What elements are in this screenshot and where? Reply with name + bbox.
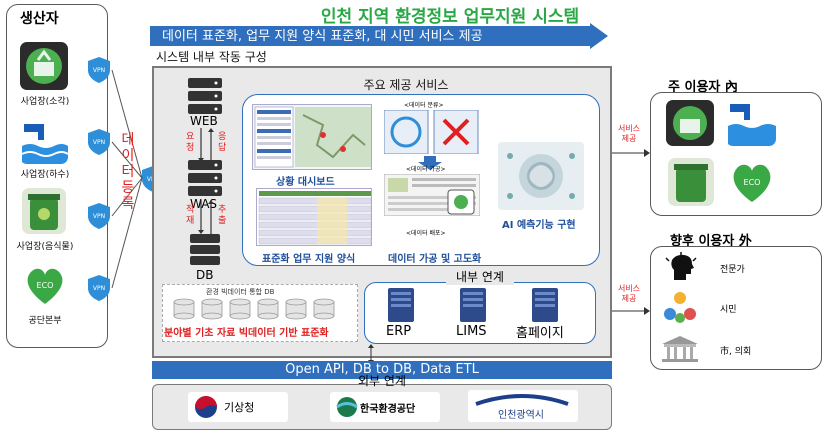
- lims-server-icon: [460, 288, 486, 322]
- main-users-title: 주 이용자 內: [668, 80, 738, 95]
- erp-label: ERP: [386, 324, 412, 339]
- svg-text:ECO: ECO: [37, 281, 54, 290]
- api-bar: Open API, DB to DB, Data ETL: [152, 361, 612, 379]
- page-title: 인천 지역 환경정보 업무지원 시스템: [320, 7, 580, 27]
- was-server-icon: [188, 160, 222, 196]
- database-cylinders-icon: [173, 298, 335, 320]
- future-user-label: 市, 의회: [720, 347, 752, 357]
- producers-title: 생산자: [20, 11, 59, 27]
- vpn-shield-icon: VPN: [88, 203, 110, 229]
- services-title: 주요 제공 서비스: [336, 76, 476, 93]
- future-user-label: 전문가: [720, 265, 745, 275]
- producer-label: 공단본부: [28, 316, 62, 326]
- keco-logo: 한국환경공단: [330, 392, 440, 422]
- vpn-shield-icon: VPN: [88, 275, 110, 301]
- extract-label: 추출: [218, 205, 227, 226]
- sewage-icon: [20, 118, 68, 164]
- bigdata-caption: 환경 빅데이터 통합 DB: [206, 288, 275, 296]
- producer-label: 사업장(하수): [20, 170, 70, 180]
- internal-title: 시스템 내부 작동 구성: [156, 50, 267, 64]
- future-users-title: 향후 이용자 外: [670, 234, 752, 249]
- was-label: WAS: [190, 197, 218, 211]
- vpn-shield-icon: VPN: [88, 57, 110, 83]
- incheon-logo: 인천광역시: [468, 390, 578, 422]
- producer-label: 사업장(음식물): [16, 242, 74, 252]
- db-server-icon: [190, 234, 220, 265]
- sewage-icon: [726, 98, 776, 146]
- internal-link-title: 내부 연계: [446, 268, 514, 285]
- ai-label: AI 예측기능 구현: [502, 220, 576, 231]
- dashboard-thumbnail: [252, 104, 372, 170]
- processing-label: 데이터 가공 및 고도화: [388, 254, 482, 265]
- incinerator-icon: [666, 100, 714, 146]
- data-register-label: 데이터등록: [121, 132, 135, 212]
- service-arrow: [612, 307, 650, 315]
- council-building-icon: [662, 336, 698, 362]
- homepage-label: 홈페이지: [516, 326, 564, 341]
- eco-friendly-icon: ECO: [728, 160, 776, 206]
- lims-label: LIMS: [456, 324, 487, 339]
- service-label-main: 서비스 제공: [617, 124, 641, 143]
- svg-text:VPN: VPN: [93, 139, 105, 146]
- service-label-future: 서비스 제공: [617, 284, 641, 303]
- vpn-connectors: [111, 69, 143, 289]
- ai-brain-thumbnail: [498, 142, 584, 210]
- svg-text:VPN: VPN: [93, 213, 105, 220]
- processing-thumbnail: <데이터 분류> <데이터 가공> <데이터 배포>: [380, 100, 484, 246]
- homepage-server-icon: [532, 288, 558, 322]
- erp-server-icon: [388, 288, 414, 322]
- food-waste-icon: [22, 188, 66, 234]
- svg-text:VPN: VPN: [93, 285, 105, 292]
- external-link-title: 외부 연계: [358, 374, 406, 388]
- banner-arrow: [150, 23, 608, 49]
- citizens-icon: [664, 292, 696, 323]
- service-arrow: [612, 149, 650, 157]
- future-user-label: 시민: [720, 305, 737, 315]
- incinerator-icon: [20, 42, 68, 90]
- svg-text:ECO: ECO: [744, 178, 761, 187]
- producer-label: 사업장(소각): [20, 97, 70, 107]
- dashboard-label: 상황 대시보드: [276, 177, 335, 188]
- expert-icon: [665, 252, 697, 280]
- eco-friendly-icon: ECO: [22, 264, 68, 308]
- vpn-shield-icon: VPN: [88, 129, 110, 155]
- load-label: 적재: [186, 205, 195, 226]
- web-label: WEB: [190, 114, 218, 128]
- response-label: 응답: [218, 132, 227, 153]
- banner-text: 데이터 표준화, 업무 지원 양식 표준화, 대 시민 서비스 제공: [162, 29, 483, 44]
- forms-label: 표준화 업무 지원 양식: [262, 254, 356, 265]
- stack-arrows: [198, 128, 214, 234]
- bigdata-label: 분야별 기초 자료 빅데이터 기반 표준화: [164, 328, 329, 339]
- food-waste-icon: [668, 158, 714, 206]
- svg-text:VPN: VPN: [93, 67, 105, 74]
- db-label: DB: [196, 268, 214, 282]
- request-label: 요청: [186, 132, 195, 153]
- web-server-icon: [188, 78, 222, 114]
- forms-thumbnail: [256, 188, 372, 246]
- kma-logo: 기상청: [188, 392, 288, 422]
